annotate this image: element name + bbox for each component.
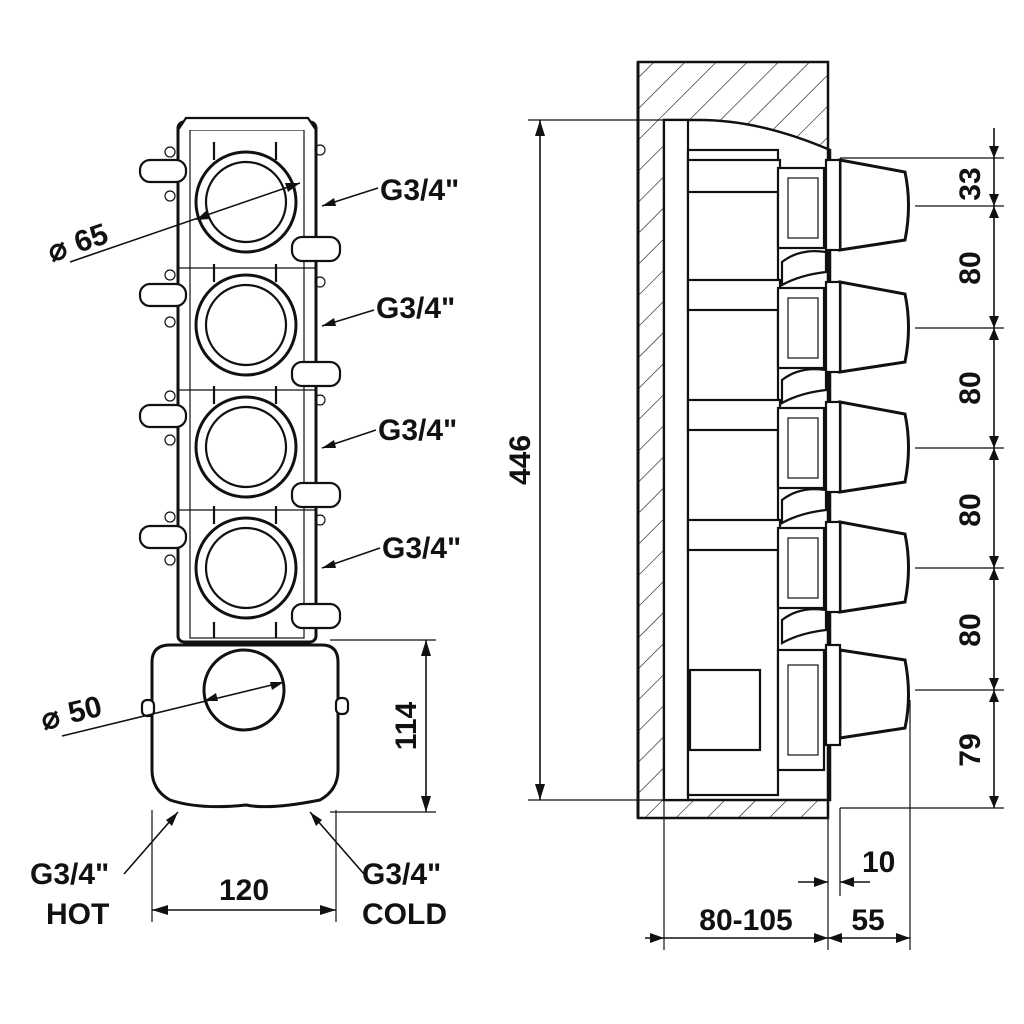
mounting-plate: [662, 118, 690, 802]
outlet-diameter-label: 65: [70, 217, 112, 259]
diameter-symbol-65: ⌀: [44, 232, 72, 269]
total-height-dimension: 446: [504, 119, 676, 801]
knob-diameter-label: 50: [65, 690, 105, 730]
hot-inlet-name: HOT: [46, 898, 109, 931]
width-dimension: 120: [151, 810, 337, 922]
diameter-symbol-50: ⌀: [38, 700, 64, 736]
cold-inlet-thread: G3/4": [362, 858, 441, 891]
diameter-65-leader: [69, 182, 301, 263]
side-modules: [686, 158, 910, 772]
spacing-dimensions: 33 80 80 80 80 79: [840, 128, 1004, 809]
inlet-callouts: G3/4" HOT G3/4" COLD: [30, 811, 447, 931]
spacing-label-1: 33: [954, 167, 987, 200]
projection-label: 10: [862, 846, 895, 879]
port-label-3: G3/4": [378, 414, 457, 447]
depth-dimensions: 80-105 55: [645, 700, 911, 950]
module-lugs: [138, 144, 342, 630]
spacing-label-4: 80: [954, 493, 987, 526]
spacing-label-3: 80: [954, 371, 987, 404]
top-cap: [177, 116, 317, 131]
port-label-1: G3/4": [380, 174, 459, 207]
cold-inlet-name: COLD: [362, 898, 447, 931]
wall-depth-label: 80-105: [699, 904, 792, 937]
spacing-label-5: 80: [954, 613, 987, 646]
handle-depth-label: 55: [851, 904, 884, 937]
width-label: 120: [219, 874, 269, 907]
diameter-50-leader: [61, 681, 285, 737]
spacing-label-6: 79: [954, 733, 987, 766]
port-callouts: G3/4" G3/4" G3/4" G3/4": [321, 174, 461, 569]
port-label-2: G3/4": [376, 292, 455, 325]
projection-dimension: 10: [798, 808, 895, 950]
spacing-label-2: 80: [954, 251, 987, 284]
side-view: 446 33 80 80 80: [504, 60, 1004, 950]
front-view: ⌀ 65 G3/4" G3/4" G3/4" G3/4" ⌀: [30, 116, 461, 931]
module-separators: [178, 267, 316, 511]
port-label-4: G3/4": [382, 532, 461, 565]
knob-height-label: 114: [390, 701, 423, 750]
knob-height-dimension: 114: [330, 639, 436, 813]
knob-opening: [202, 648, 286, 732]
total-height-label: 446: [504, 435, 537, 485]
hot-inlet-thread: G3/4": [30, 858, 109, 891]
